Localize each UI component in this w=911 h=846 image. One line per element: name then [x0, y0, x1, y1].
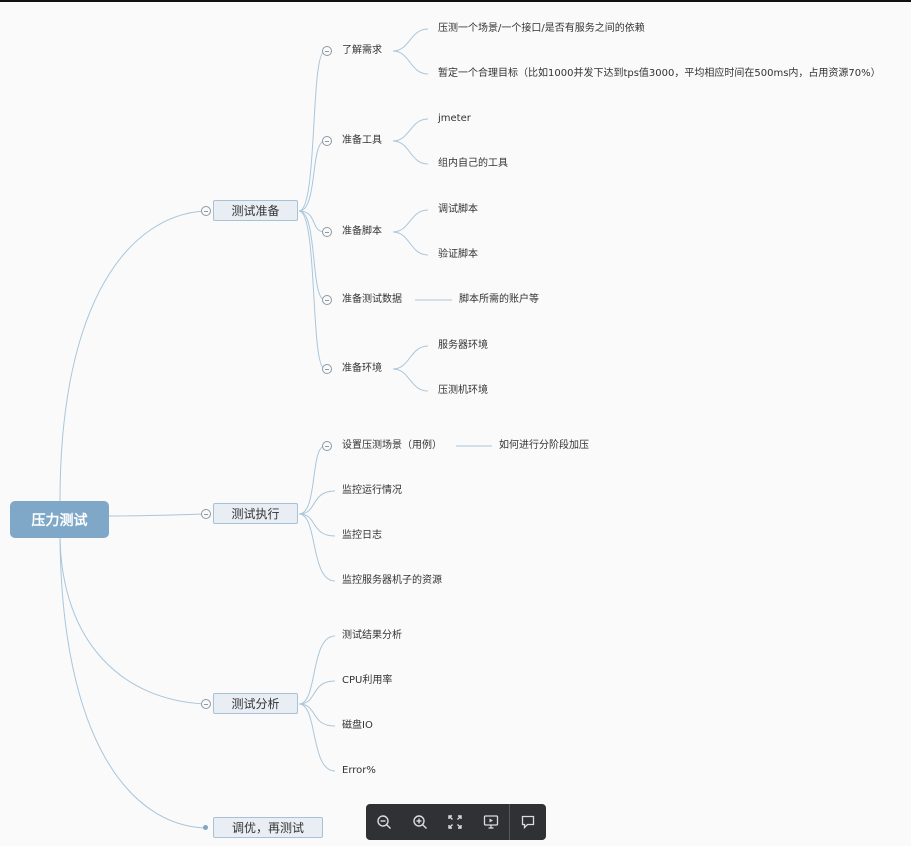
node-script[interactable]: 准备脚本 — [342, 226, 382, 237]
node-tools-item[interactable]: jmeter — [438, 113, 471, 124]
node-script-item[interactable]: 调试脚本 — [438, 204, 478, 215]
toolbar-divider — [509, 804, 511, 840]
node-monitor-resource[interactable]: 监控服务器机子的资源 — [342, 575, 442, 586]
window-top-edge — [0, 0, 911, 2]
zoom-out-icon[interactable] — [366, 804, 402, 840]
node-env-item[interactable]: 压测机环境 — [438, 385, 488, 396]
node-requirement[interactable]: 了解需求 — [342, 45, 382, 56]
node-env[interactable]: 准备环境 — [342, 363, 382, 374]
branch-test-execute[interactable]: 测试执行 — [213, 503, 298, 524]
node-analysis-item[interactable]: 测试结果分析 — [342, 630, 402, 641]
node-monitor-run[interactable]: 监控运行情况 — [342, 485, 402, 496]
node-requirement-item[interactable]: 暂定一个合理目标（比如1000并发下达到tps值3000，平均相应时间在500m… — [438, 68, 881, 79]
fullscreen-icon[interactable] — [438, 804, 474, 840]
root-topic[interactable]: 压力测试 — [10, 501, 109, 538]
node-analysis-item[interactable]: CPU利用率 — [342, 675, 393, 686]
present-icon[interactable] — [473, 804, 509, 840]
branch-test-analysis[interactable]: 测试分析 — [213, 693, 298, 714]
collapse-toggle-icon[interactable] — [322, 227, 332, 237]
branch-test-prepare[interactable]: 测试准备 — [213, 200, 298, 221]
viewer-toolbar — [366, 804, 546, 840]
collapse-toggle-icon[interactable] — [322, 364, 332, 374]
node-test-data[interactable]: 准备测试数据 — [342, 294, 402, 305]
node-env-item[interactable]: 服务器环境 — [438, 340, 488, 351]
node-analysis-item[interactable]: Error% — [342, 765, 376, 776]
collapse-toggle-icon[interactable] — [322, 46, 332, 56]
node-analysis-item[interactable]: 磁盘IO — [342, 720, 373, 731]
node-monitor-log[interactable]: 监控日志 — [342, 530, 382, 541]
collapse-toggle-icon[interactable] — [201, 509, 211, 519]
branch-dot-icon — [203, 825, 208, 830]
collapse-toggle-icon[interactable] — [201, 206, 211, 216]
collapse-toggle-icon[interactable] — [322, 295, 332, 305]
node-requirement-item[interactable]: 压测一个场景/一个接口/是否有服务之间的依赖 — [438, 23, 645, 34]
node-test-data-item[interactable]: 脚本所需的账户等 — [459, 294, 539, 305]
zoom-in-icon[interactable] — [402, 804, 438, 840]
collapse-toggle-icon[interactable] — [322, 441, 332, 451]
collapse-toggle-icon[interactable] — [201, 699, 211, 709]
branch-tune-retest[interactable]: 调优，再测试 — [213, 817, 323, 838]
collapse-toggle-icon[interactable] — [322, 136, 332, 146]
node-tools-item[interactable]: 组内自己的工具 — [438, 158, 508, 169]
node-tools[interactable]: 准备工具 — [342, 135, 382, 146]
comment-icon[interactable] — [510, 804, 546, 840]
node-script-item[interactable]: 验证脚本 — [438, 249, 478, 260]
node-scene[interactable]: 设置压测场景（用例） — [342, 440, 442, 451]
node-scene-item[interactable]: 如何进行分阶段加压 — [499, 440, 589, 451]
